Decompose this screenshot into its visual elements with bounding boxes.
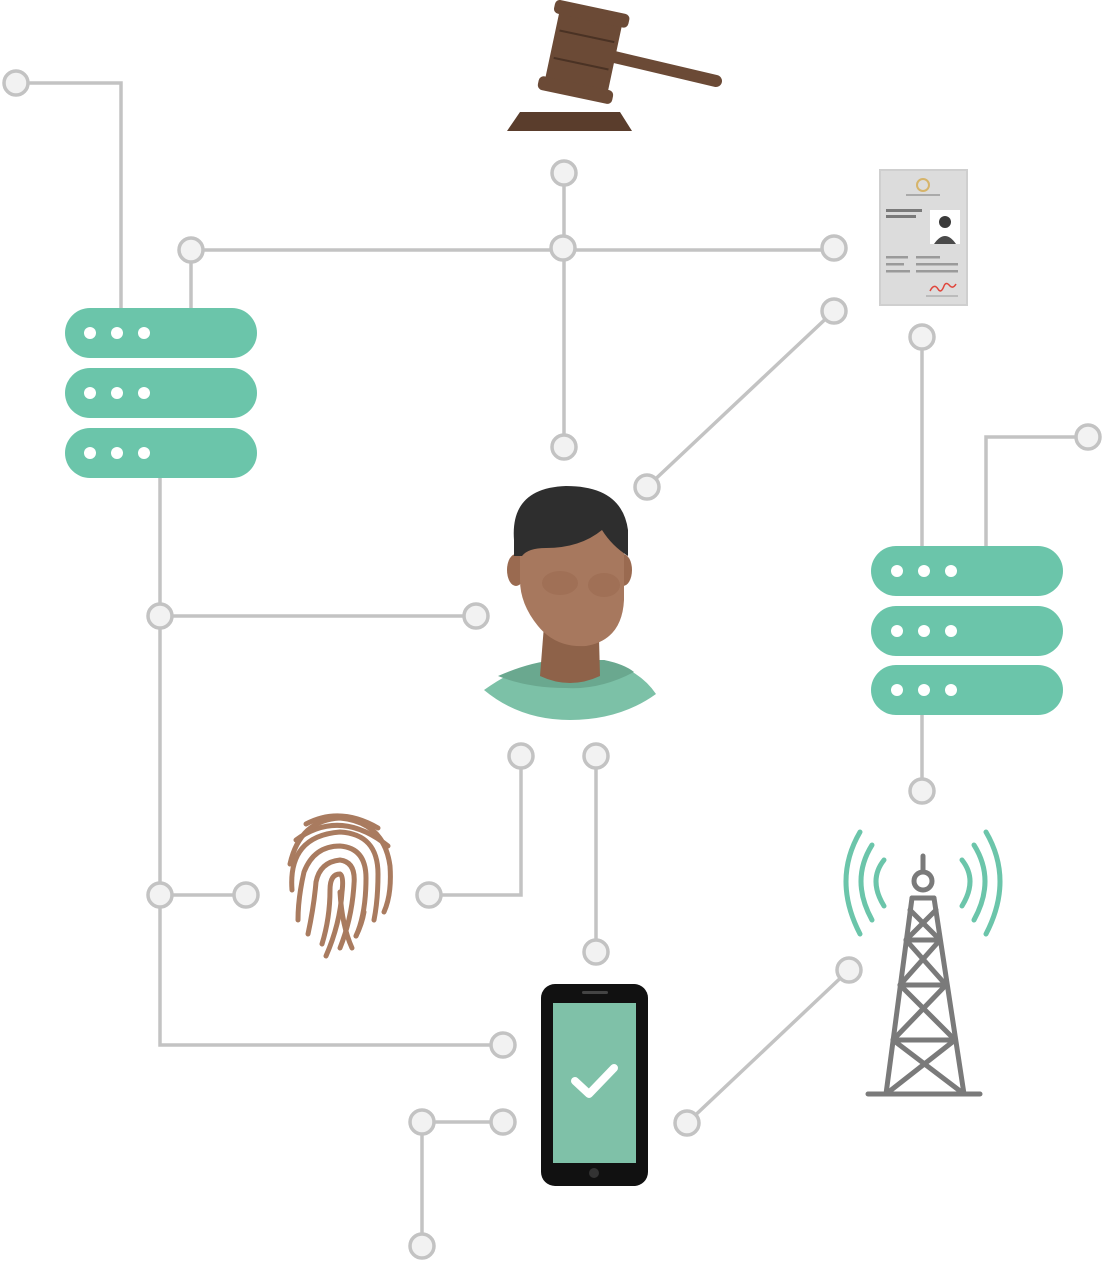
node	[232, 881, 260, 909]
node	[146, 602, 174, 630]
node	[489, 1108, 517, 1136]
cell-tower-icon	[843, 829, 1003, 1097]
wire-diagonal-upper	[645, 309, 836, 489]
node	[673, 1109, 701, 1137]
wire-diagonal-lower	[685, 968, 851, 1125]
fingerprint-icon	[287, 813, 393, 959]
phone-home-button	[589, 1168, 599, 1178]
connector-nodes	[2, 69, 1102, 1260]
node	[550, 433, 578, 461]
node	[550, 159, 578, 187]
database-server-icon	[65, 308, 257, 478]
node	[908, 777, 936, 805]
phone-speaker	[582, 991, 608, 994]
node	[507, 742, 535, 770]
node	[633, 473, 661, 501]
node	[177, 236, 205, 264]
node	[415, 881, 443, 909]
database-server-icon	[871, 546, 1063, 715]
wireless-signal-icon	[843, 829, 1003, 937]
node	[908, 323, 936, 351]
check-icon	[571, 1064, 618, 1098]
node	[408, 1232, 436, 1260]
seal-icon	[916, 178, 930, 192]
wire-left-server-top	[16, 81, 123, 310]
node	[462, 602, 490, 630]
id-document-icon	[879, 169, 968, 306]
node	[2, 69, 30, 97]
node	[582, 742, 610, 770]
node	[408, 1108, 436, 1136]
wire-right-server-top	[984, 435, 1088, 548]
node	[835, 956, 863, 984]
node	[146, 881, 174, 909]
smartphone-verified-icon	[541, 984, 648, 1186]
gavel-icon	[507, 0, 722, 131]
node	[820, 234, 848, 262]
node	[820, 297, 848, 325]
person-avatar-icon	[484, 486, 656, 720]
wire-phone-left-branch	[420, 1120, 503, 1246]
wire-left-vertical-trunk	[158, 478, 503, 1047]
node	[1074, 423, 1102, 451]
node	[582, 938, 610, 966]
node	[489, 1031, 517, 1059]
wire-fingerprint-to-person	[429, 756, 523, 897]
node	[549, 234, 577, 262]
signature	[929, 282, 957, 292]
